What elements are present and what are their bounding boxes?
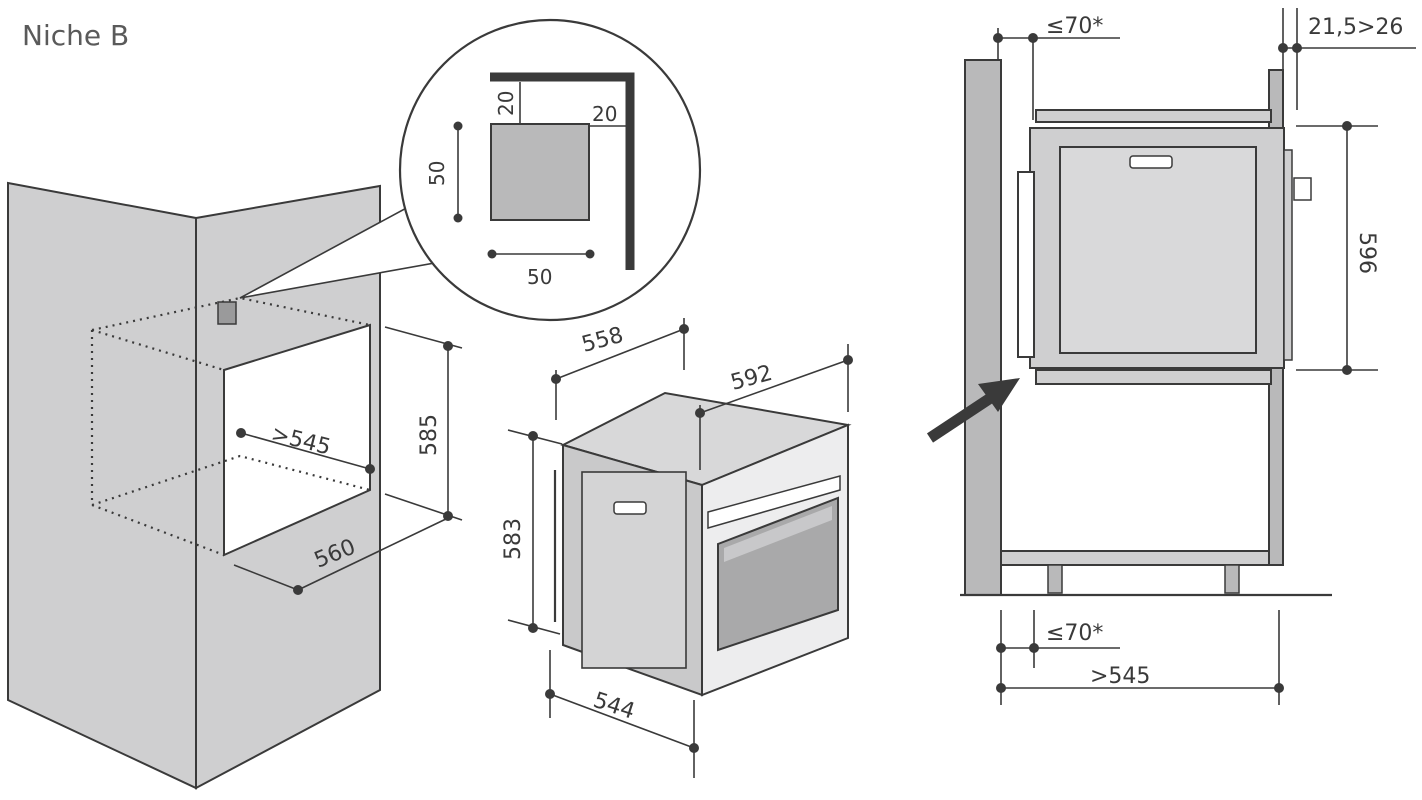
dotted-edge [91, 296, 371, 332]
top-handle [1129, 155, 1173, 169]
bottom-depth-label: >545 [1090, 664, 1150, 689]
diagram-title: Niche B [22, 19, 129, 52]
window-reflection [724, 506, 832, 562]
oven-side-label: 544 [590, 688, 638, 725]
oven-height-596-label: 596 [1354, 232, 1379, 274]
detail-50-vertical: 50 [425, 161, 449, 186]
foot-right [1224, 564, 1240, 594]
vent-square-detail [490, 123, 590, 221]
niche-height-label: 585 [417, 414, 442, 456]
niche-opening [223, 323, 371, 557]
oven-support-shelf [1035, 369, 1272, 385]
detail-callout: 20 20 50 50 [239, 18, 702, 322]
airflow-arrow [926, 378, 1020, 443]
top-gap-label: ≤70* [1046, 14, 1103, 39]
oven-side-panel [1059, 146, 1257, 354]
cabinet-base [1000, 550, 1270, 566]
oven-isometric: 558 592 583 544 [501, 318, 853, 778]
oven-height-label: 583 [501, 518, 526, 560]
dotted-edge [91, 328, 225, 372]
vent-square [217, 301, 237, 325]
oven-window [717, 496, 839, 652]
oven-door-edge [1017, 171, 1035, 358]
top-right-label: 21,5>26 [1308, 15, 1403, 40]
detail-20-vertical: 20 [494, 91, 518, 116]
oven-width-label: 592 [728, 361, 775, 396]
top-shelf [1035, 109, 1272, 123]
dotted-edge [91, 454, 371, 507]
side-handle [613, 501, 647, 515]
connector [1293, 177, 1312, 201]
wall [964, 59, 1002, 596]
frame-corner [490, 72, 635, 270]
detail-50-horizontal: 50 [527, 265, 552, 289]
bottom-gap-label: ≤70* [1046, 621, 1103, 646]
oven-handle-bar [707, 475, 841, 529]
cabinet-left-panel [7, 181, 197, 790]
oven-back-panel [1283, 149, 1293, 361]
side-section: ≤70* 21,5>26 596 ≤70* >545 [926, 8, 1416, 705]
foot-left [1047, 564, 1063, 594]
oven-depth-label: 558 [579, 323, 626, 358]
detail-20-horizontal: 20 [592, 102, 617, 126]
cabinet-niche: >545 585 560 [7, 181, 463, 790]
